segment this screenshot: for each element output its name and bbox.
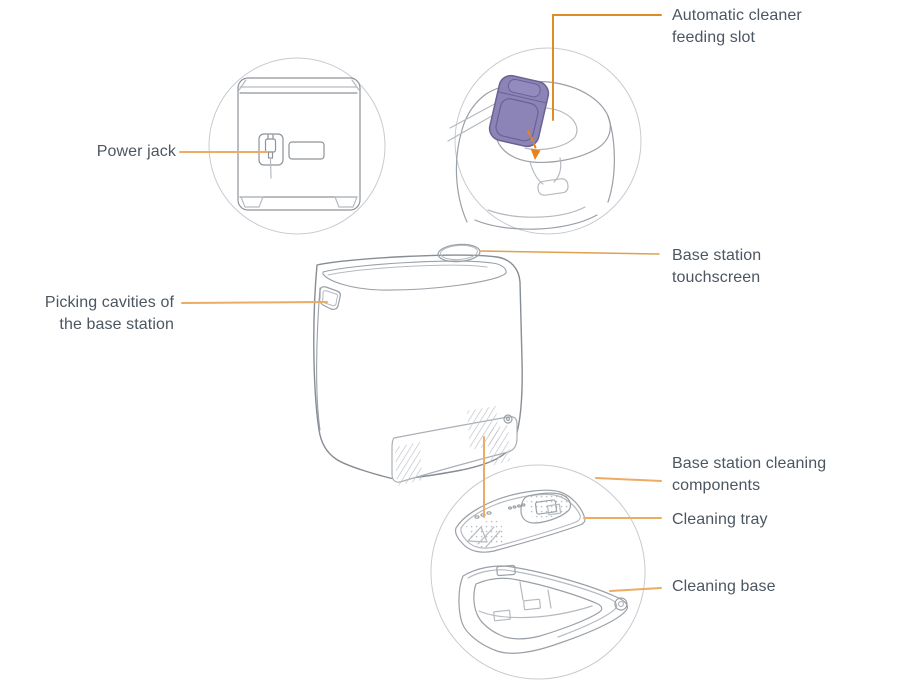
leader-lines bbox=[179, 14, 662, 592]
picking-cavities-leader-line bbox=[181, 301, 328, 304]
power-jack-drawing bbox=[258, 133, 284, 179]
insert-direction-arrow-icon bbox=[527, 130, 541, 160]
cleaning-tray-drawing bbox=[454, 489, 586, 553]
feeding-slot-leader-line bbox=[552, 14, 662, 121]
power-jack-label: Power jack bbox=[96, 143, 176, 160]
cleaning-base-label: Cleaning base bbox=[672, 578, 776, 595]
touchscreen-leader-line bbox=[480, 250, 660, 255]
detail-circle-outline bbox=[454, 47, 642, 235]
picking-cavities-label: Picking cavities of the base station bbox=[44, 294, 174, 333]
main-base-station-drawing bbox=[313, 243, 523, 486]
cleaning-components-label: Base station cleaning components bbox=[672, 455, 827, 494]
cleaning-base-leader-line bbox=[609, 587, 662, 592]
station-front-left-edge-line bbox=[316, 287, 321, 431]
touchscreen-drawing bbox=[437, 243, 481, 263]
detail-circle-outline bbox=[208, 57, 386, 235]
dock-recess-drawing bbox=[391, 406, 518, 486]
cleaning-base-drawing bbox=[458, 564, 629, 654]
feeding-slot-label: Automatic cleaner feeding slot bbox=[672, 7, 802, 46]
station-top-face-line bbox=[322, 260, 507, 291]
detergent-cartridge-drawing bbox=[488, 74, 550, 148]
touchscreen-label: Base station touchscreen bbox=[672, 247, 762, 286]
cleaning-components-leader-line bbox=[595, 477, 662, 482]
cleaning-tray-label: Cleaning tray bbox=[672, 511, 768, 528]
back-view-detail-circle bbox=[208, 57, 386, 235]
detail-circle-outline bbox=[430, 464, 646, 680]
feeding-slot-detail-circle bbox=[447, 47, 642, 235]
cleaning-components-detail-circle bbox=[430, 464, 646, 680]
rating-label-plate-drawing bbox=[288, 141, 325, 160]
back-panel-drawing bbox=[237, 77, 361, 211]
